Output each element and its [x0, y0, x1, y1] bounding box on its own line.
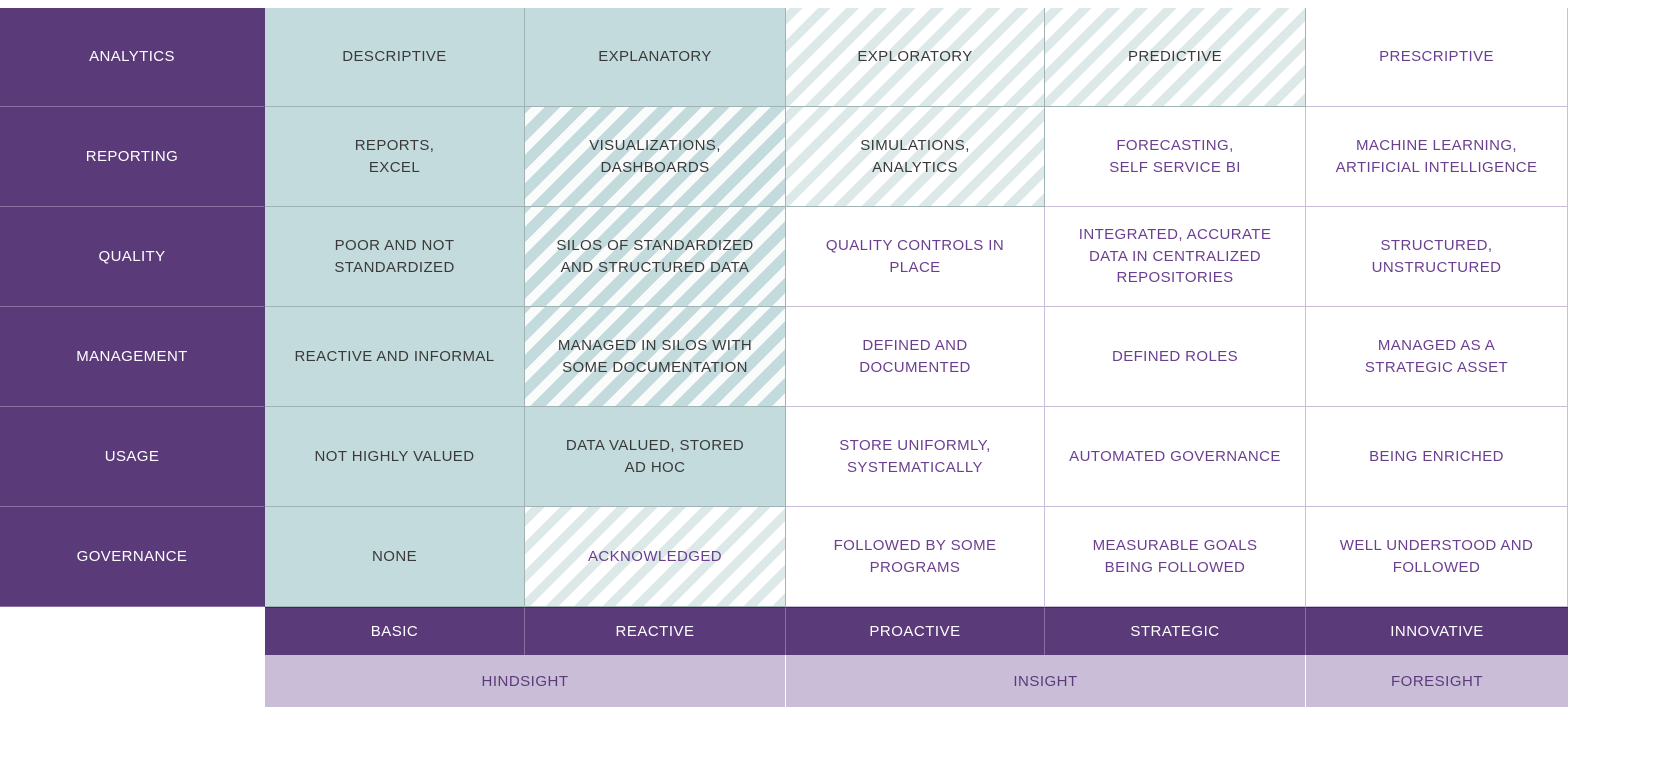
row-label-analytics: ANALYTICS — [0, 8, 265, 107]
insight-insight: INSIGHT — [786, 655, 1306, 707]
cell-governance-basic: NONE — [265, 507, 525, 607]
cell-analytics-innovative: PRESCRIPTIVE — [1306, 8, 1568, 107]
cell-reporting-basic: REPORTS,EXCEL — [265, 107, 525, 207]
cell-usage-basic: NOT HIGHLY VALUED — [265, 407, 525, 507]
cell-management-basic: REACTIVE AND INFORMAL — [265, 307, 525, 407]
cell-analytics-proactive: EXPLORATORY — [786, 8, 1045, 107]
stage-innovative: INNOVATIVE — [1306, 607, 1568, 655]
row-label-governance: GOVERNANCE — [0, 507, 265, 607]
cell-quality-innovative: STRUCTURED,UNSTRUCTURED — [1306, 207, 1568, 307]
cell-usage-strategic: AUTOMATED GOVERNANCE — [1045, 407, 1306, 507]
stage-basic: BASIC — [265, 607, 525, 655]
row-label-reporting: REPORTING — [0, 107, 265, 207]
stage-strategic: STRATEGIC — [1045, 607, 1306, 655]
cell-analytics-strategic: PREDICTIVE — [1045, 8, 1306, 107]
stage-proactive: PROACTIVE — [786, 607, 1045, 655]
matrix-grid: ANALYTICS DESCRIPTIVE EXPLANATORY EXPLOR… — [0, 8, 1568, 607]
insight-level-row: HINDSIGHT INSIGHT FORESIGHT — [265, 655, 1568, 707]
row-label-management: MANAGEMENT — [0, 307, 265, 407]
cell-reporting-reactive: VISUALIZATIONS,DASHBOARDS — [525, 107, 786, 207]
insight-hindsight: HINDSIGHT — [265, 655, 786, 707]
cell-reporting-proactive: SIMULATIONS,ANALYTICS — [786, 107, 1045, 207]
cell-usage-proactive: STORE UNIFORMLY,SYSTEMATICALLY — [786, 407, 1045, 507]
row-label-usage: USAGE — [0, 407, 265, 507]
row-label-quality: QUALITY — [0, 207, 265, 307]
cell-usage-innovative: BEING ENRICHED — [1306, 407, 1568, 507]
insight-foresight: FORESIGHT — [1306, 655, 1568, 707]
cell-reporting-innovative: MACHINE LEARNING,ARTIFICIAL INTELLIGENCE — [1306, 107, 1568, 207]
maturity-stage-row: BASIC REACTIVE PROACTIVE STRATEGIC INNOV… — [265, 607, 1568, 655]
cell-governance-reactive: ACKNOWLEDGED — [525, 507, 786, 607]
cell-analytics-reactive: EXPLANATORY — [525, 8, 786, 107]
stage-reactive: REACTIVE — [525, 607, 786, 655]
cell-analytics-basic: DESCRIPTIVE — [265, 8, 525, 107]
cell-reporting-strategic: FORECASTING,SELF SERVICE BI — [1045, 107, 1306, 207]
cell-management-strategic: DEFINED ROLES — [1045, 307, 1306, 407]
